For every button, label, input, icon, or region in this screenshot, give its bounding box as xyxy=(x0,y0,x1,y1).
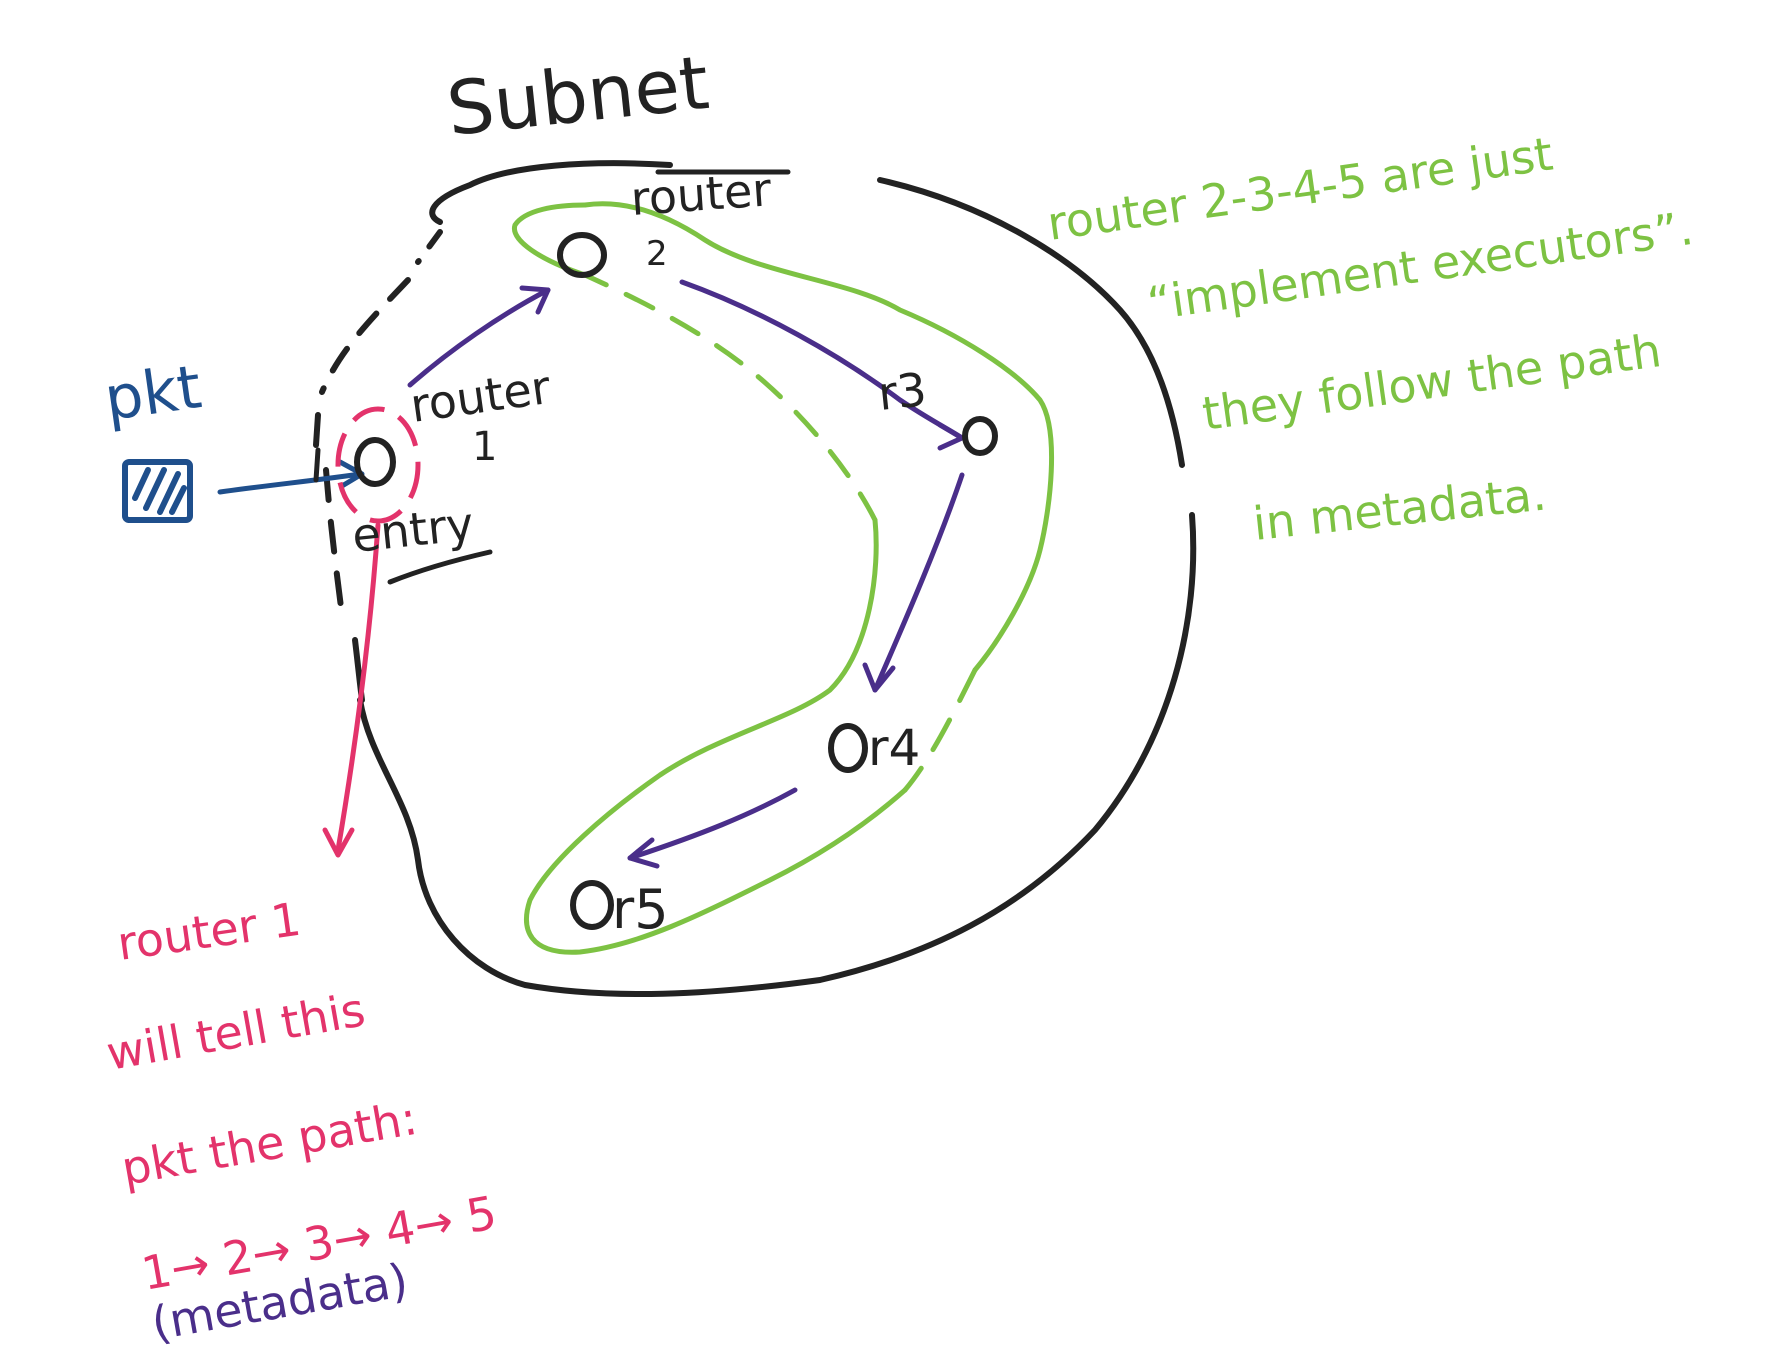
executors-note-line-3: they follow the path xyxy=(1199,323,1664,441)
executor-group-outline xyxy=(512,201,1054,955)
router-1-note-arrow xyxy=(322,522,381,858)
entry-underline xyxy=(387,549,493,585)
packet-icon xyxy=(122,459,193,523)
router-5-label: r5 xyxy=(612,878,669,941)
router-4-label: r4 xyxy=(868,719,920,777)
arrow-4-to-5 xyxy=(627,787,798,869)
path-arrows xyxy=(407,279,965,869)
entry-label: entry xyxy=(350,497,477,563)
router-5-node xyxy=(570,880,614,930)
router-1-note-line-1: router 1 xyxy=(114,892,304,971)
arrow-2-to-3 xyxy=(679,279,965,451)
router-1-node xyxy=(354,437,396,487)
arrow-1-to-2 xyxy=(407,285,551,388)
arrow-3-to-4 xyxy=(862,472,965,693)
router-nodes xyxy=(354,232,998,930)
subnet-boundary xyxy=(313,160,1197,998)
pkt-label: pkt xyxy=(100,352,205,435)
router-4-node xyxy=(828,723,868,773)
router-1-note-line-2: will tell this xyxy=(103,982,369,1081)
router-3-label: r3 xyxy=(876,362,930,421)
router-3-node xyxy=(962,416,998,456)
router-1-note: router 1 will tell this pkt the path: 1→… xyxy=(103,892,501,1301)
entry-tick xyxy=(313,447,321,483)
router-1-highlight xyxy=(335,406,421,524)
router-2-node xyxy=(557,232,607,278)
router-1-number: 1 xyxy=(472,424,497,470)
subnet-label: Subnet xyxy=(443,40,713,153)
router-1-note-line-3: pkt the path: xyxy=(118,1091,422,1196)
router-2-number: 2 xyxy=(646,234,668,274)
executors-note-line-4: in metadata. xyxy=(1251,466,1549,550)
router-2-label: router xyxy=(629,162,773,226)
